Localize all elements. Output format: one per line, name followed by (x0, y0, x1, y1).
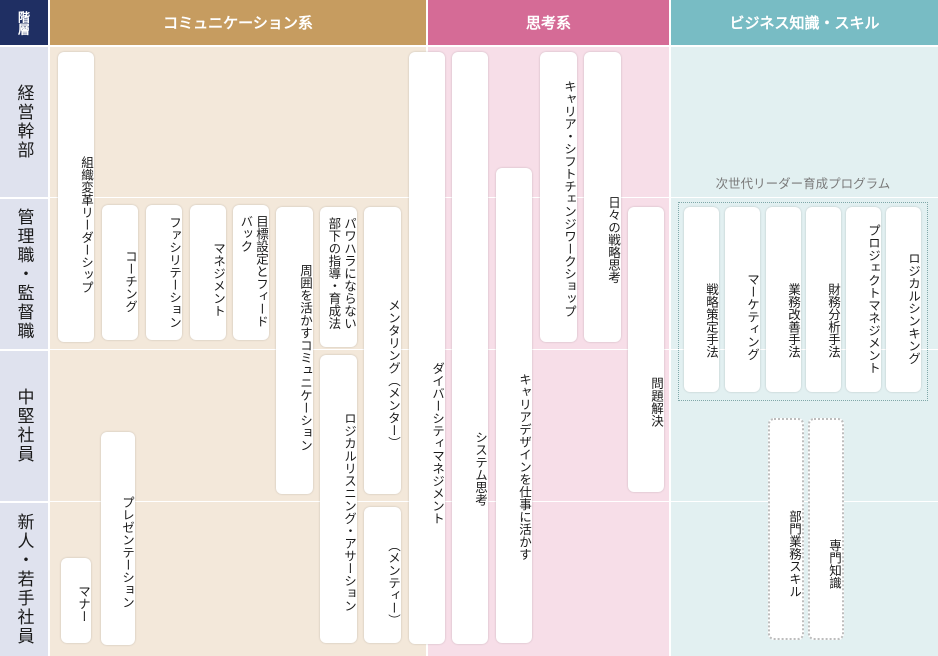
level-executive: 経営幹部 (0, 47, 48, 197)
program-card: 組織変革リーダーシップ (58, 52, 94, 342)
program-card: 問題解決 (628, 207, 664, 492)
category-header-business: ビジネス知識・スキル (671, 0, 938, 45)
program-card: キャリア・シフトチェンジワークショップ (540, 52, 577, 342)
program-card: 日々の戦略思考 (584, 52, 621, 342)
program-card: 周囲を活かすコミュニケーション (276, 207, 313, 494)
program-card: 目標設定とフィードバック (233, 205, 269, 340)
program-card: 財務分析手法 (806, 207, 841, 392)
program-card: 部門業務スキル (768, 418, 804, 640)
program-card: 業務改善手法 (766, 207, 801, 392)
program-card: システム思考 (452, 52, 488, 644)
program-card: コーチング (102, 205, 138, 340)
program-card: ロジカルリスニング・アサーション (320, 355, 357, 643)
row-separator (50, 349, 938, 350)
program-card: マーケティング (725, 207, 760, 392)
level-new-employee: 新人・若手社員 (0, 503, 48, 656)
row-separator (50, 197, 938, 198)
category-header-thinking: 思考系 (428, 0, 669, 45)
program-card: プロジェクトマネジメント (846, 207, 881, 392)
program-card: メンタリング（メンター） (364, 207, 401, 494)
program-card: ロジカルシンキング (886, 207, 921, 392)
program-card: ファシリテーション (146, 205, 182, 340)
program-card: マナー (61, 558, 91, 643)
program-card: プレゼンテーション (101, 432, 135, 645)
next-generation-program-box (678, 202, 928, 401)
corner-header: 階層 (0, 0, 48, 45)
next-generation-program-label: 次世代リーダー育成プログラム (715, 176, 891, 191)
program-card: パワハラにならない部下の指導・育成法 (320, 207, 357, 347)
program-card: （メンティー） (364, 507, 401, 643)
row-separator (50, 501, 938, 502)
level-manager: 管理職・監督職 (0, 199, 48, 349)
program-card: ダイバーシティマネジメント (409, 52, 445, 644)
program-card: マネジメント (190, 205, 226, 340)
program-card: 戦略策定手法 (684, 207, 719, 392)
program-card: キャリアデザインを仕事に活かす (496, 168, 532, 643)
category-header-communication: コミュニケーション系 (50, 0, 426, 45)
level-midcareer: 中堅社員 (0, 351, 48, 501)
program-card: 専門知識 (808, 418, 844, 640)
